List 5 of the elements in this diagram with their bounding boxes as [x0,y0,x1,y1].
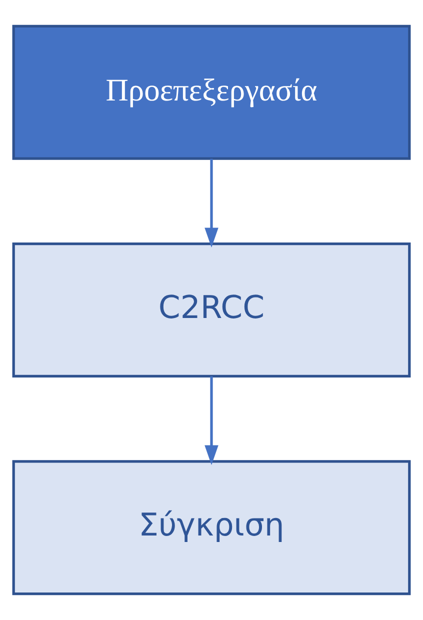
node-box: Σύγκριση [12,460,411,596]
node-box: Προεπεξεργασία [12,24,411,160]
arrow [204,158,218,248]
arrow [204,376,218,465]
node-box: C2RCC [12,242,411,378]
